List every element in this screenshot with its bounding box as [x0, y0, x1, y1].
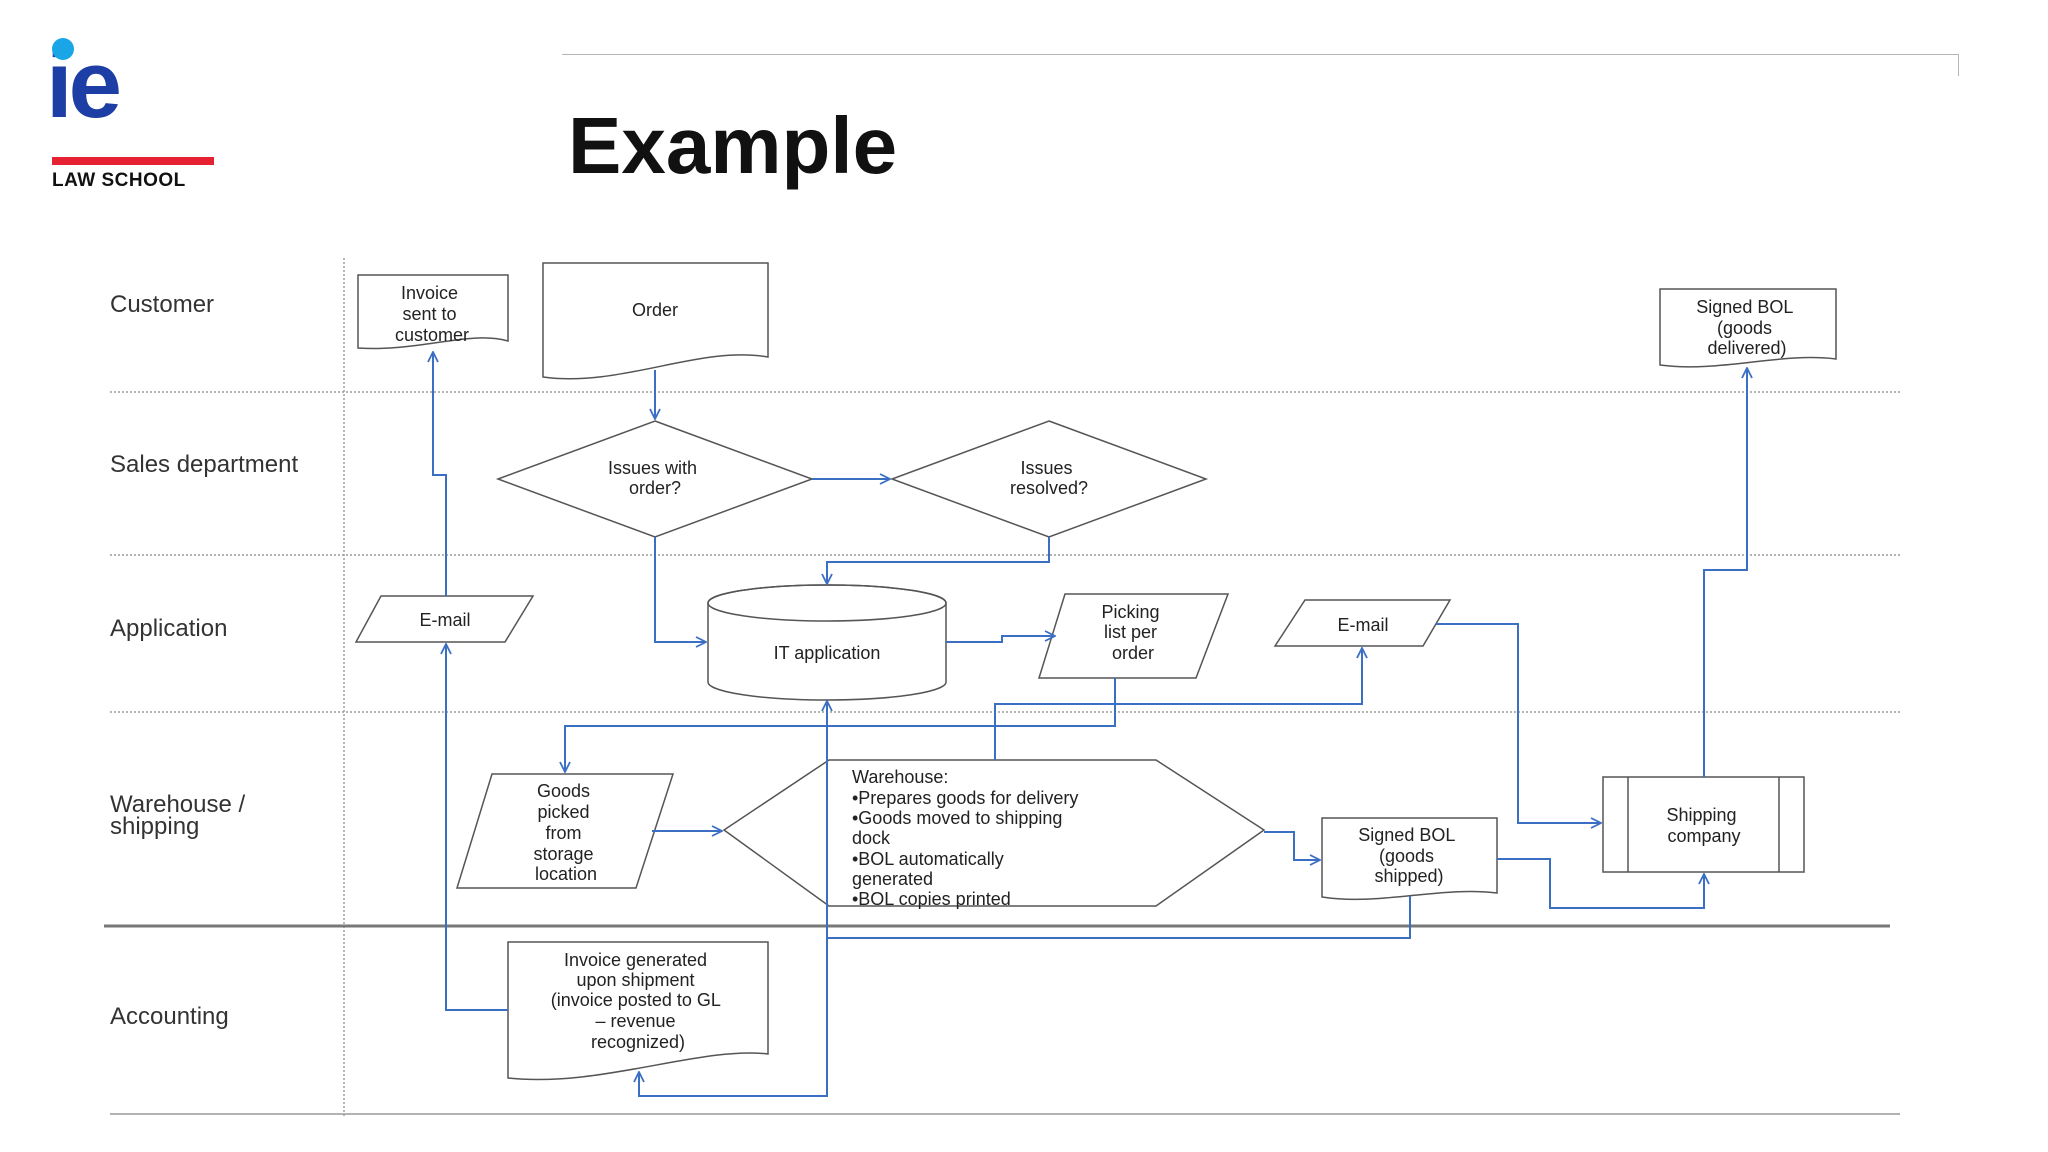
lane-label-sales: Sales department [110, 451, 298, 478]
connector-issues-to-it-application [654, 537, 706, 642]
connector-warehouse-to-signed-bol-shipped [1264, 831, 1320, 860]
logo-red-bar [52, 157, 214, 165]
signed-bol-delivered-document [1659, 288, 1837, 368]
connector-warehouse-to-email-right [994, 648, 1362, 760]
lane-label-accounting: Accounting [110, 1003, 229, 1030]
connector-shipping-company-to-signed-bol-delivered [1703, 368, 1747, 777]
warehouse-preparation-shape [722, 759, 1266, 907]
label-shipping-company: Shipping company [1666, 805, 1741, 846]
email-left-data [354, 595, 535, 643]
picking-list-data [1037, 593, 1230, 679]
it-application-database-top [707, 584, 947, 622]
logo-subtitle: LAW SCHOOL [52, 170, 186, 191]
email-right-data [1273, 599, 1452, 647]
connector-invoice-generated-to-email [446, 644, 508, 1011]
logo-dot [52, 38, 74, 60]
label-it-application: IT application [774, 643, 881, 663]
label-issues-with-order: Issues with order? [608, 458, 702, 498]
label-goods-picked: Goods picked from storage location [533, 781, 598, 884]
connector-signed-bol-shipped-to-shipping-company [1497, 858, 1704, 909]
connector-resolved-to-it-application [827, 537, 1050, 584]
connector-to-invoice-generated [639, 938, 828, 1097]
label-warehouse-tasks: Warehouse: •Prepares goods for delivery … [852, 767, 1083, 909]
connector-it-application-to-picking-list [946, 636, 1055, 643]
label-picking-list: Picking list per order [1101, 602, 1164, 663]
page-title: Example [568, 101, 898, 190]
title-rule-end [1958, 54, 1959, 76]
connector-email-to-invoice-sent [433, 352, 447, 596]
invoice-sent-document [357, 274, 509, 350]
shipping-company-process [1602, 776, 1805, 873]
label-email-left: E-mail [419, 610, 470, 630]
invoice-generated-document [507, 941, 769, 1081]
label-invoice-generated: Invoice generated upon shipment (invoice… [551, 950, 725, 1052]
title-rule [562, 54, 1958, 55]
label-signed-bol-shipped: Signed BOL (goods shipped) [1358, 825, 1459, 886]
label-signed-bol-delivered: Signed BOL (goods delivered) [1696, 297, 1797, 358]
label-invoice-sent: Invoice sent to customer [395, 283, 469, 345]
label-issues-resolved: Issues resolved? [1010, 458, 1088, 498]
connector-picking-list-to-goods-picked [565, 678, 1116, 772]
connector-email-right-to-shipping-company [1436, 623, 1601, 823]
order-document [542, 262, 769, 380]
label-order: Order [632, 300, 678, 320]
lane-label-warehouse-line2: shipping [110, 813, 199, 840]
lane-label-application: Application [110, 615, 227, 642]
ie-law-school-logo: ie LAW SCHOOL [46, 30, 226, 191]
lane-label-warehouse-line1: Warehouse / [110, 791, 246, 818]
lane-label-customer: Customer [110, 291, 214, 318]
connector-signed-bol-to-it-application [827, 701, 1411, 939]
label-email-right: E-mail [1337, 615, 1388, 635]
signed-bol-shipped-document [1321, 817, 1498, 901]
goods-picked-data [455, 773, 675, 889]
